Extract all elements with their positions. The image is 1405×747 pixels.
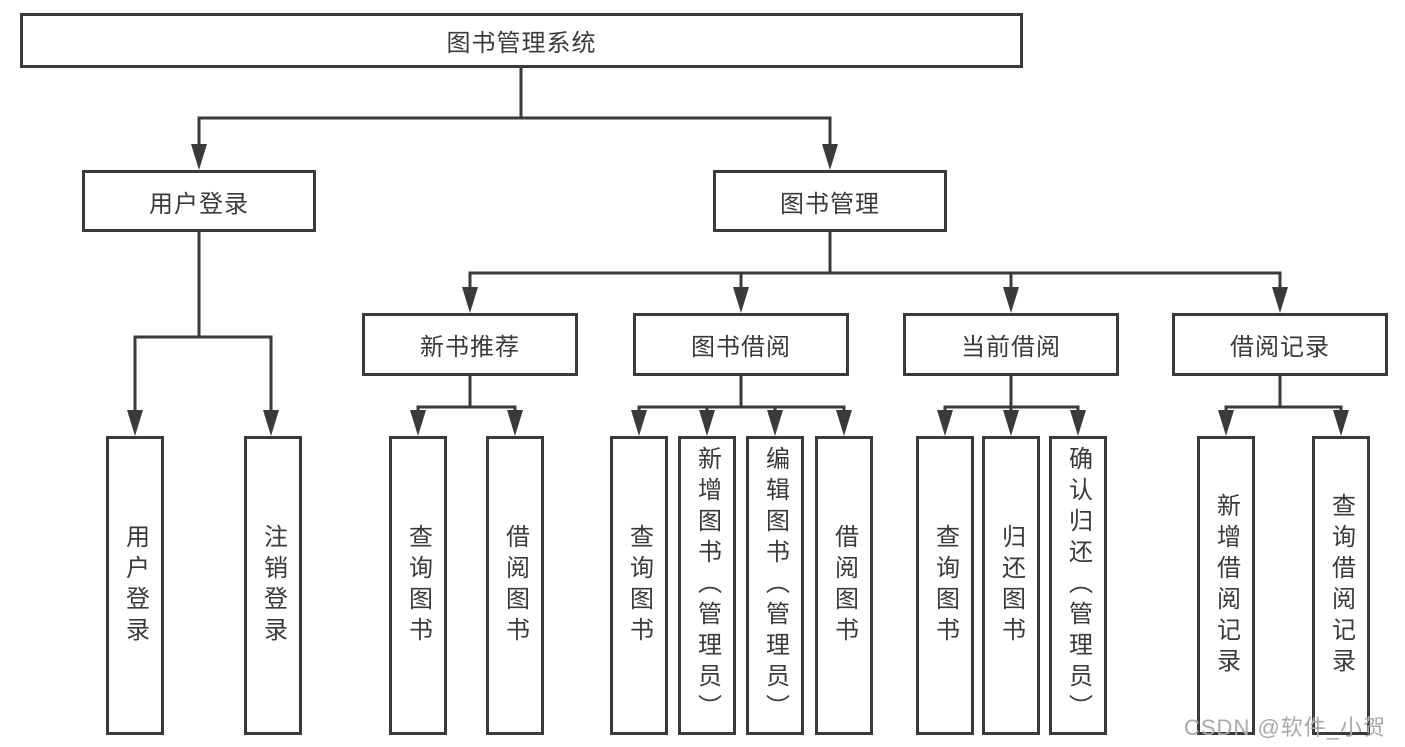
connector-book-borrow-rail xyxy=(637,405,846,413)
node-book-management-system: 图书管理系统 xyxy=(20,13,1023,68)
arrowhead-icon xyxy=(1070,410,1086,436)
arrowhead-icon xyxy=(937,410,953,436)
connector-level2-rail xyxy=(197,116,832,147)
node-book-management: 图书管理 xyxy=(713,170,947,232)
leaf-current-return-books: 归还图书 xyxy=(982,436,1040,735)
arrowhead-icon xyxy=(1003,287,1019,313)
leaf-records-add-record: 新增借阅记录 xyxy=(1197,436,1255,735)
leaf-user-login: 用户登录 xyxy=(106,436,164,735)
arrowhead-icon xyxy=(462,287,478,313)
arrowhead-icon xyxy=(836,410,852,436)
leaf-borrow-borrow-books: 借阅图书 xyxy=(815,436,873,735)
leaf-logout: 注销登录 xyxy=(244,436,302,735)
arrowhead-icon xyxy=(767,410,783,436)
arrowhead-icon xyxy=(1003,410,1019,436)
connector-new-book-rail xyxy=(416,405,517,413)
node-user-login: 用户登录 xyxy=(82,170,316,232)
arrowhead-icon xyxy=(191,144,207,170)
leaf-current-query-books: 查询图书 xyxy=(916,436,974,735)
arrowhead-icon xyxy=(263,410,279,436)
node-current-borrow: 当前借阅 xyxy=(903,313,1119,376)
arrowhead-icon xyxy=(699,410,715,436)
csdn-watermark: CSDN @软件_小贺同学 xyxy=(1184,715,1387,740)
arrowhead-icon xyxy=(631,410,647,436)
connector-borrow-records-rail xyxy=(1224,405,1343,413)
leaf-records-query-record: 查询借阅记录 xyxy=(1312,436,1370,735)
node-new-book-recommend: 新书推荐 xyxy=(362,313,578,376)
leaf-borrow-edit-books-admin: 编辑图书（管理员） xyxy=(746,436,804,735)
leaf-borrow-query-books: 查询图书 xyxy=(610,436,668,735)
connector-current-borrow-rail xyxy=(943,405,1080,413)
arrowhead-icon xyxy=(1272,287,1288,313)
arrowhead-icon xyxy=(507,410,523,436)
node-borrow-records: 借阅记录 xyxy=(1172,313,1388,376)
arrowhead-icon xyxy=(127,410,143,436)
connector-user-login-rail xyxy=(133,335,273,413)
arrowhead-icon xyxy=(1333,410,1349,436)
node-book-borrow: 图书借阅 xyxy=(633,313,849,376)
arrowhead-icon xyxy=(733,287,749,313)
arrowhead-icon xyxy=(1218,410,1234,436)
leaf-recommend-borrow-books: 借阅图书 xyxy=(486,436,544,735)
leaf-recommend-query-books: 查询图书 xyxy=(389,436,447,735)
leaf-current-confirm-return-admin: 确认归还（管理员） xyxy=(1049,436,1107,735)
arrowhead-icon xyxy=(410,410,426,436)
arrowhead-icon xyxy=(822,144,838,170)
leaf-borrow-add-books-admin: 新增图书（管理员） xyxy=(678,436,736,735)
connector-level3-rail xyxy=(468,271,1282,290)
